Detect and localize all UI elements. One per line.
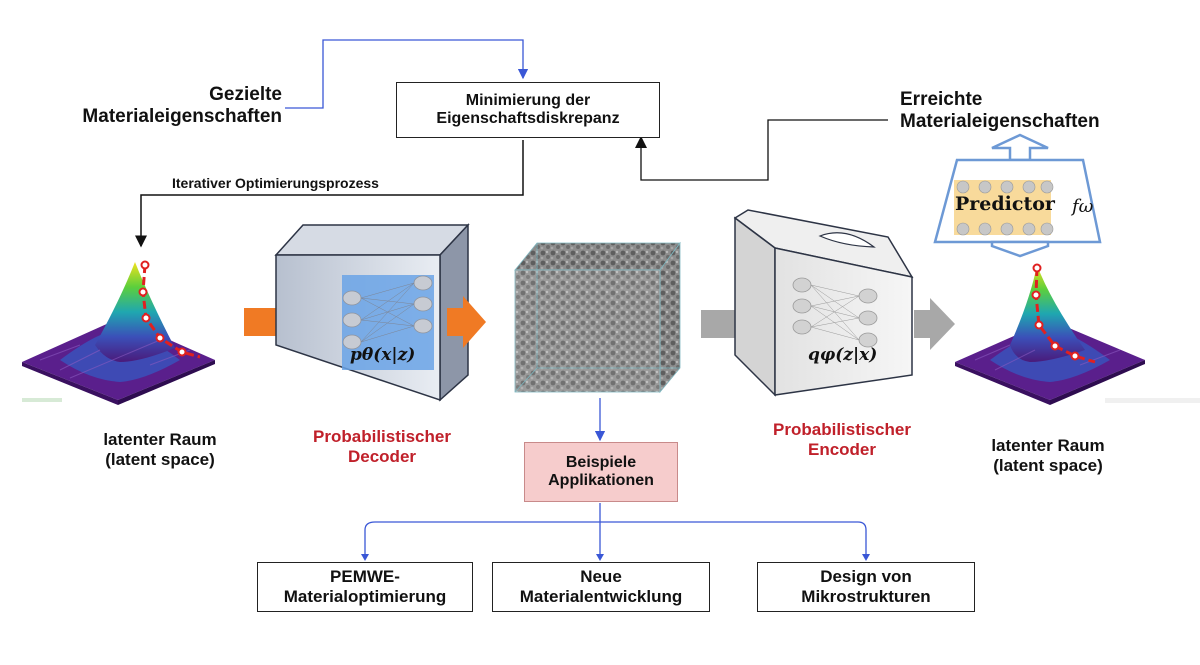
iterative-connector <box>135 140 524 248</box>
encoder-formula: qφ(z|x) <box>808 345 878 365</box>
decoder-formula: pθ(x|z) <box>350 345 416 365</box>
encoder-line1: Probabilistischer <box>773 420 911 439</box>
latent-left-line2: (latent space) <box>105 449 215 469</box>
app-microstructure-design-box: Design von Mikrostrukturen <box>757 562 975 612</box>
latent-space-right-plot <box>955 263 1145 405</box>
iterative-process-label: Iterativer Optimierungsprozess <box>172 175 432 191</box>
decoder-block <box>274 223 470 402</box>
target-properties-label: Gezielte Materialeigenschaften <box>60 84 282 128</box>
achieved-to-minimize-connector <box>635 119 888 181</box>
target-properties-line1: Gezielte <box>209 84 282 105</box>
examples-line1: Beispiele <box>565 453 637 471</box>
examples-line2: Applikationen <box>548 472 654 489</box>
minimize-line1: Minimierung der <box>465 91 591 109</box>
predictor-label: Predictor <box>955 193 1055 216</box>
predictor-block <box>933 133 1102 258</box>
predictor-text: Predictor <box>955 193 1055 215</box>
app2-line2: Materialentwicklung <box>519 587 683 606</box>
achieved-properties-line2: Materialeigenschaften <box>900 110 1100 132</box>
app3-line2: Mikrostrukturen <box>801 587 931 606</box>
latent-space-left-label: latenter Raum (latent space) <box>80 430 240 469</box>
minimize-discrepancy-box: Minimierung der Eigenschaftsdiskrepanz <box>396 82 660 138</box>
latent-space-left-plot <box>22 260 215 405</box>
latent-left-line1: latenter Raum <box>103 430 217 449</box>
target-properties-line2: Materialeigenschaften <box>82 105 282 127</box>
latent-space-right-label: latenter Raum (latent space) <box>968 436 1128 475</box>
decoder-line1: Probabilistischer <box>313 427 451 446</box>
examples-to-apps-connector <box>361 503 870 561</box>
app-new-material-box: Neue Materialentwicklung <box>492 562 710 612</box>
latent-right-line2: (latent space) <box>993 455 1103 475</box>
app2-line1: Neue <box>580 567 622 587</box>
app1-line2: Materialoptimierung <box>283 587 447 606</box>
encoder-block <box>733 209 914 397</box>
app-pemwe-box: PEMWE- Materialoptimierung <box>257 562 473 612</box>
latent-right-line1: latenter Raum <box>991 436 1105 455</box>
achieved-properties-line1: Erreichte <box>900 89 983 110</box>
minimize-line2: Eigenschaftsdiskrepanz <box>436 110 620 127</box>
encoder-line2: Encoder <box>807 439 877 459</box>
predictor-symbol: fω <box>1072 196 1094 217</box>
microstructure-cube <box>514 241 681 394</box>
app3-line1: Design von <box>820 567 912 587</box>
achieved-properties-label: Erreichte Materialeigenschaften <box>900 89 1150 133</box>
light-strip <box>1105 398 1200 403</box>
iterative-process-text: Iterativer Optimierungsprozess <box>172 175 379 191</box>
orange-arrow-output <box>447 296 486 348</box>
examples-applications-box: Beispiele Applikationen <box>524 442 678 502</box>
encoder-label: Probabilistischer Encoder <box>752 420 932 459</box>
green-strip <box>22 398 62 402</box>
decoder-label: Probabilistischer Decoder <box>292 427 472 466</box>
decoder-line2: Decoder <box>347 446 417 466</box>
gray-arrow-output <box>914 298 955 350</box>
app1-line1: PEMWE- <box>330 567 400 587</box>
target-to-minimize-connector <box>285 39 529 109</box>
